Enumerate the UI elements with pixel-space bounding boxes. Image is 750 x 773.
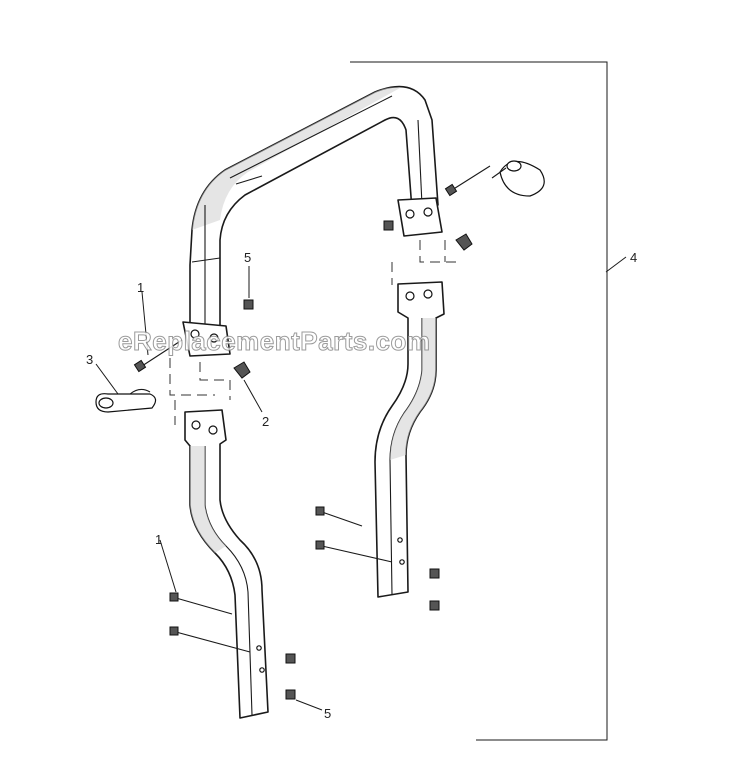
callout-3: 3 xyxy=(86,352,93,367)
callout-5-lower: 5 xyxy=(324,706,331,721)
assembly-bracket xyxy=(350,61,608,741)
callout-2: 2 xyxy=(262,414,269,429)
right-lower-leg xyxy=(374,281,445,598)
left-lower-leg xyxy=(184,409,269,719)
right-upper-bracket xyxy=(397,197,443,237)
callout-5-upper: 5 xyxy=(244,250,251,265)
left-upper-bracket xyxy=(182,321,231,357)
callout-1-lower: 1 xyxy=(155,532,162,547)
callouts: 1 1 2 3 4 5 5 xyxy=(86,250,637,721)
upper-hoop xyxy=(189,85,439,341)
callout-4: 4 xyxy=(630,250,637,265)
callout-1-upper: 1 xyxy=(137,280,144,295)
knobs xyxy=(233,233,473,379)
bolts xyxy=(133,165,491,653)
watermark: eReplacementParts.com xyxy=(118,326,431,356)
alignment-guides xyxy=(169,240,460,425)
leader-lines xyxy=(95,256,627,711)
nuts xyxy=(243,220,440,700)
hitch-pins xyxy=(95,160,545,413)
